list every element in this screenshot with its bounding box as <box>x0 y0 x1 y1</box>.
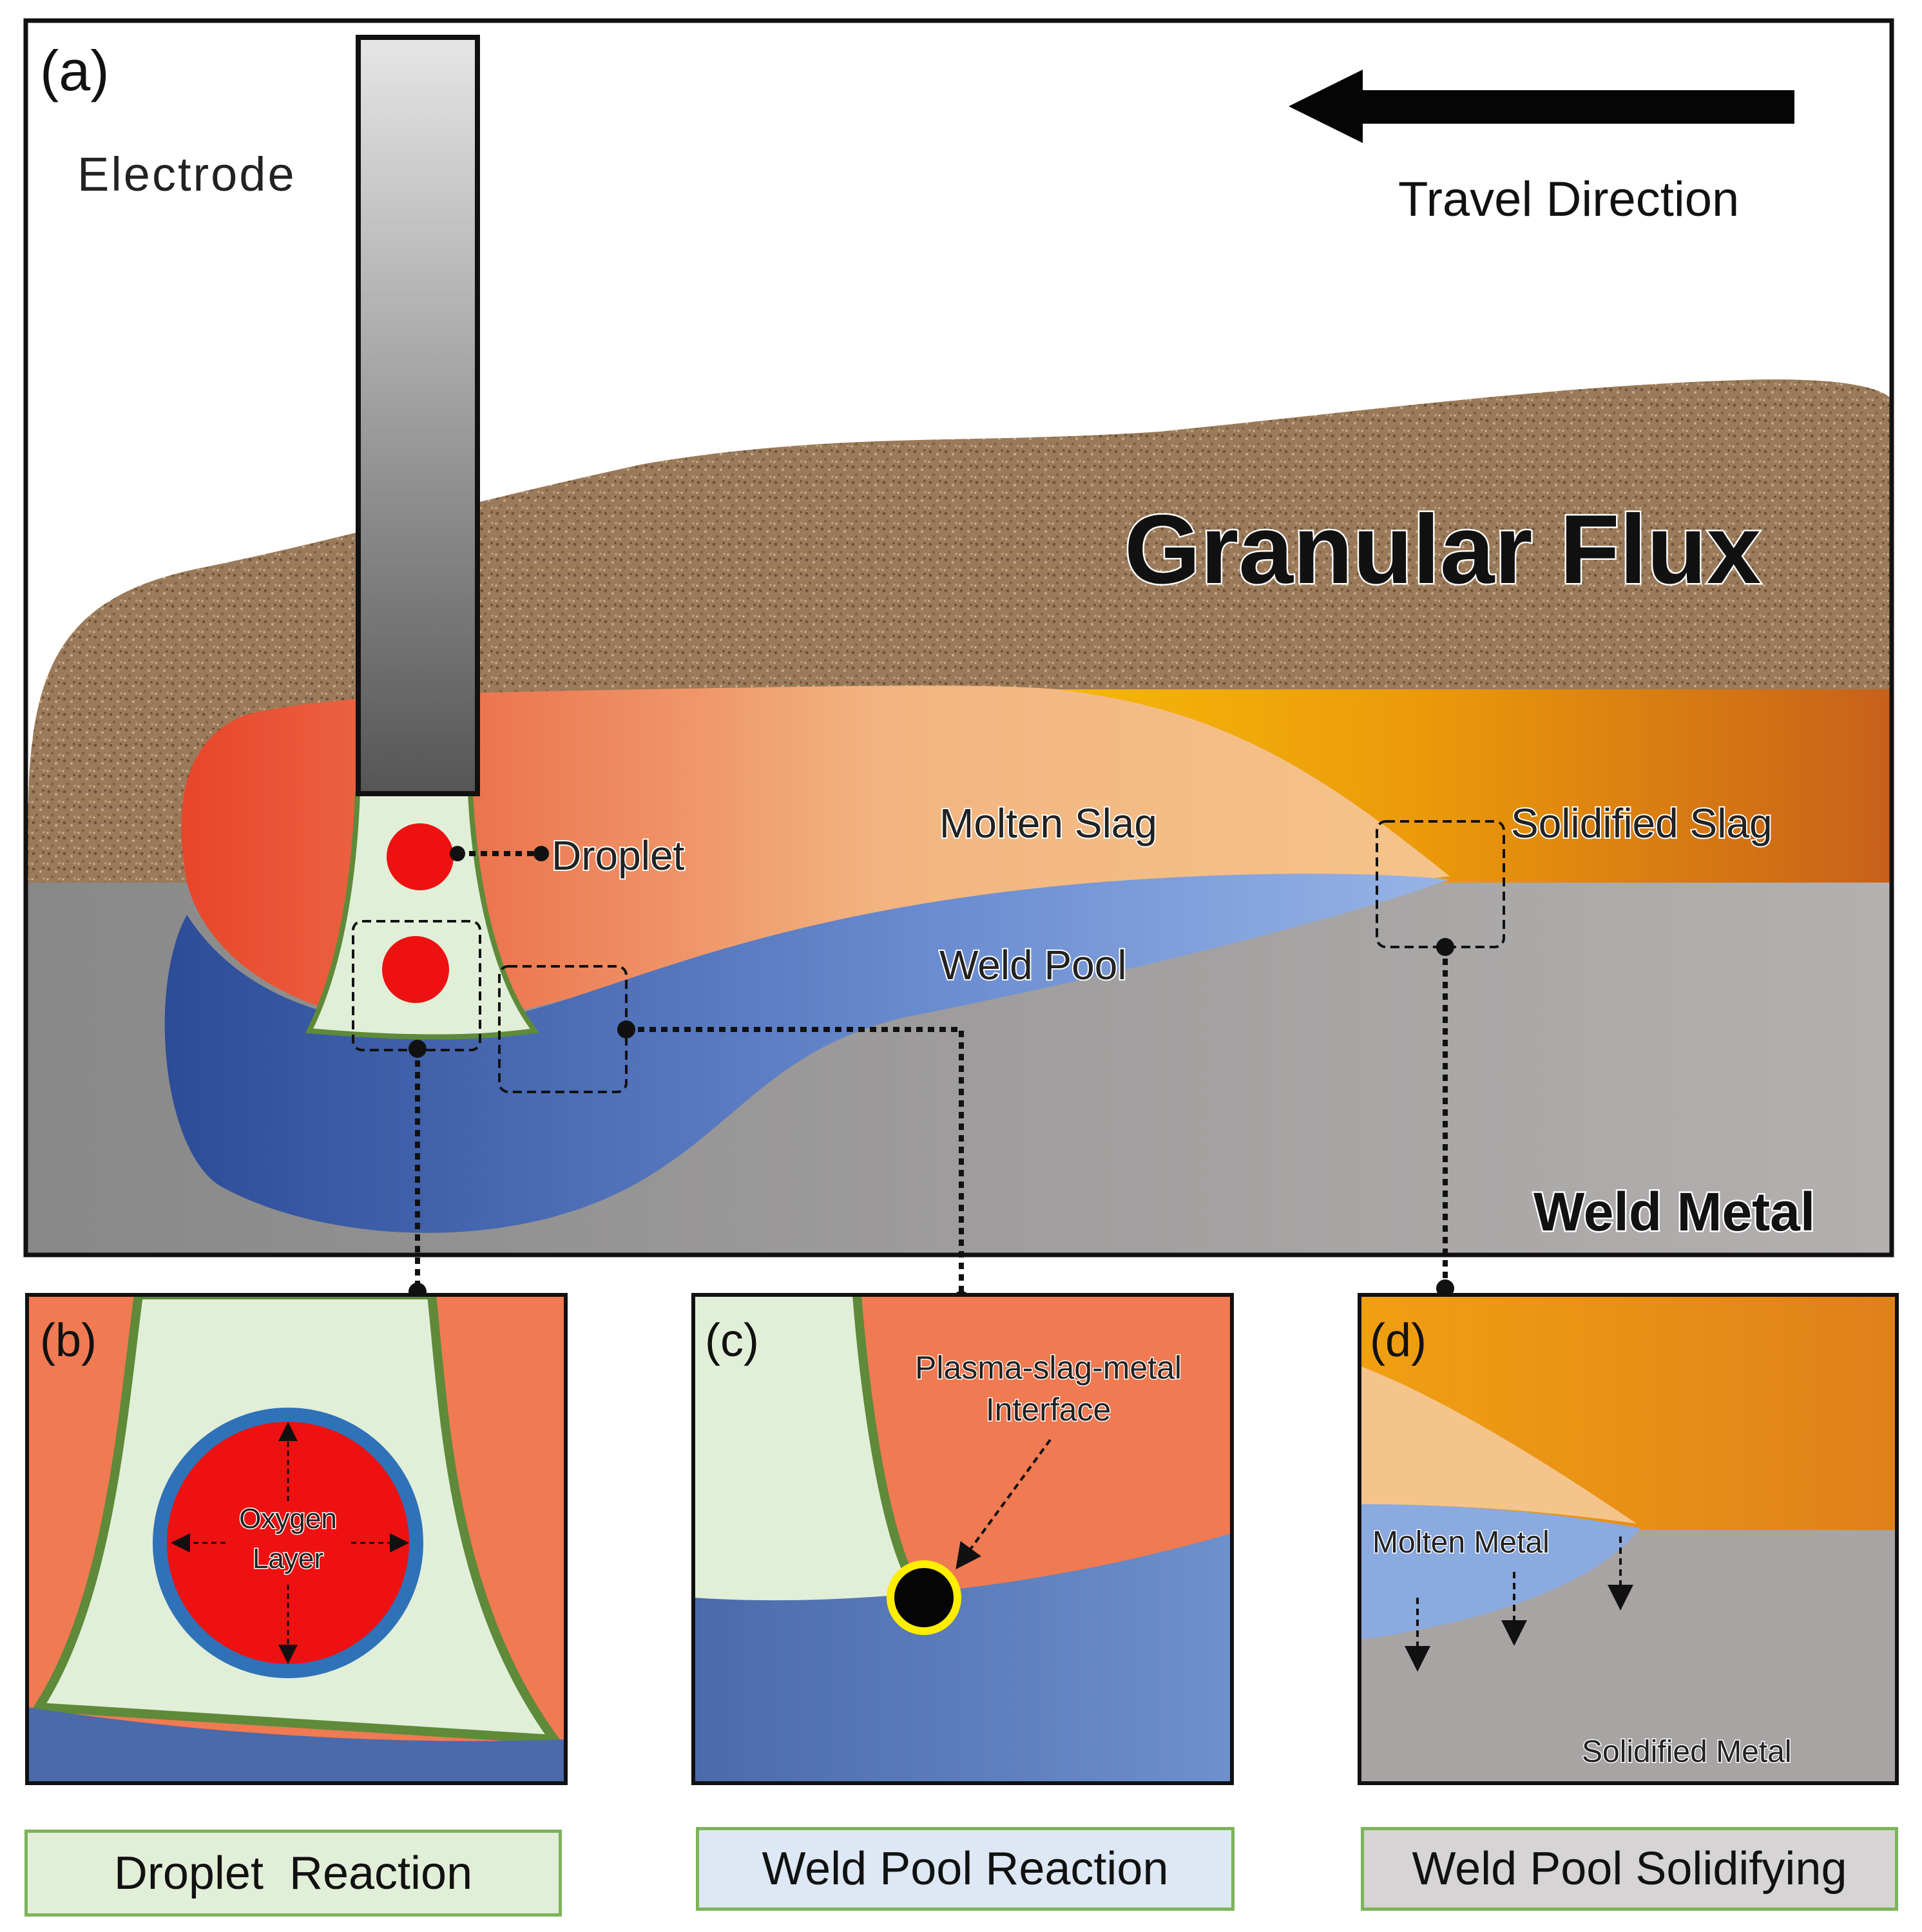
panel-a: (a) Electrode Travel Direction Granular … <box>26 21 1892 1255</box>
panel-c-pool <box>693 1533 1232 1783</box>
travel-direction-arrow <box>1289 70 1794 143</box>
droplet-upper <box>387 823 454 890</box>
interface-pointer <box>956 1439 1052 1570</box>
connector-c-dot-top <box>617 1020 635 1038</box>
droplet-label: Droplet <box>552 832 685 879</box>
molten-metal-label: Molten Metal <box>1372 1526 1550 1560</box>
caption-weld-pool-solidifying-text: Weld Pool Solidifying <box>1412 1843 1847 1895</box>
caption-weld-pool-solidifying: Weld Pool Solidifying <box>1361 1827 1898 1911</box>
connector-c <box>626 1027 964 1300</box>
weld-pool-region <box>164 874 1450 1233</box>
interface-label-line2: Interface <box>986 1392 1111 1428</box>
panel-c: Plasma-slag-metal Interface (c) <box>693 1295 1232 1783</box>
weld-metal-label: Weld Metal <box>1533 1181 1815 1242</box>
caption-droplet-reaction: Droplet Reaction <box>24 1830 562 1917</box>
oxygen-layer-label-line2: Layer <box>253 1543 323 1574</box>
panel-b-label: (b) <box>40 1315 97 1366</box>
panel-d: Molten Metal Solidified Metal (d) <box>1360 1295 1897 1783</box>
connector-b-dot-top <box>408 1040 427 1058</box>
panel-d-frame <box>1358 1293 1899 1785</box>
panel-d-molten-metal <box>1360 1504 1640 1640</box>
granular-flux-label: Granular Flux <box>1124 495 1761 604</box>
panel-c-label: (c) <box>705 1315 759 1366</box>
connector-d-dot-top <box>1436 938 1454 956</box>
panel-b-droplet <box>167 1422 409 1664</box>
panel-b-pool <box>27 1707 566 1783</box>
panel-c-slag <box>857 1295 1232 1594</box>
panel-a-label: (a) <box>40 39 110 102</box>
solidified-metal-label: Solidified Metal <box>1582 1735 1792 1769</box>
panel-d-label: (d) <box>1370 1315 1427 1366</box>
caption-weld-pool-reaction: Weld Pool Reaction <box>696 1827 1235 1911</box>
panel-d-molten-slag <box>1360 1366 1637 1524</box>
weld-pool-label: Weld Pool <box>939 942 1127 988</box>
panel-c-frame <box>691 1293 1234 1785</box>
connectors <box>415 947 1448 1300</box>
electrode-label: Electrode <box>77 148 296 201</box>
panel-b: Oxygen Layer (b) <box>27 1295 566 1783</box>
molten-slag-region <box>181 685 1450 1025</box>
panel-b-frame <box>25 1293 568 1785</box>
interface-point <box>887 1560 961 1635</box>
droplet-leader-dot-start <box>450 846 465 861</box>
solidified-slag-label: Solidified Slag <box>1511 800 1773 846</box>
travel-direction-label: Travel Direction <box>1398 172 1739 227</box>
droplet-leader-dot-end <box>533 846 549 861</box>
caption-weld-pool-reaction-text: Weld Pool Reaction <box>762 1843 1169 1895</box>
interface-label-line1: Plasma-slag-metal <box>915 1350 1182 1386</box>
droplet-lower <box>382 936 449 1003</box>
caption-droplet-reaction-text: Droplet Reaction <box>113 1847 473 1899</box>
oxygen-layer-label-line1: Oxygen <box>239 1503 337 1535</box>
plasma-cavity <box>305 790 540 1040</box>
molten-slag-label: Molten Slag <box>939 800 1157 846</box>
electrode <box>356 35 480 796</box>
